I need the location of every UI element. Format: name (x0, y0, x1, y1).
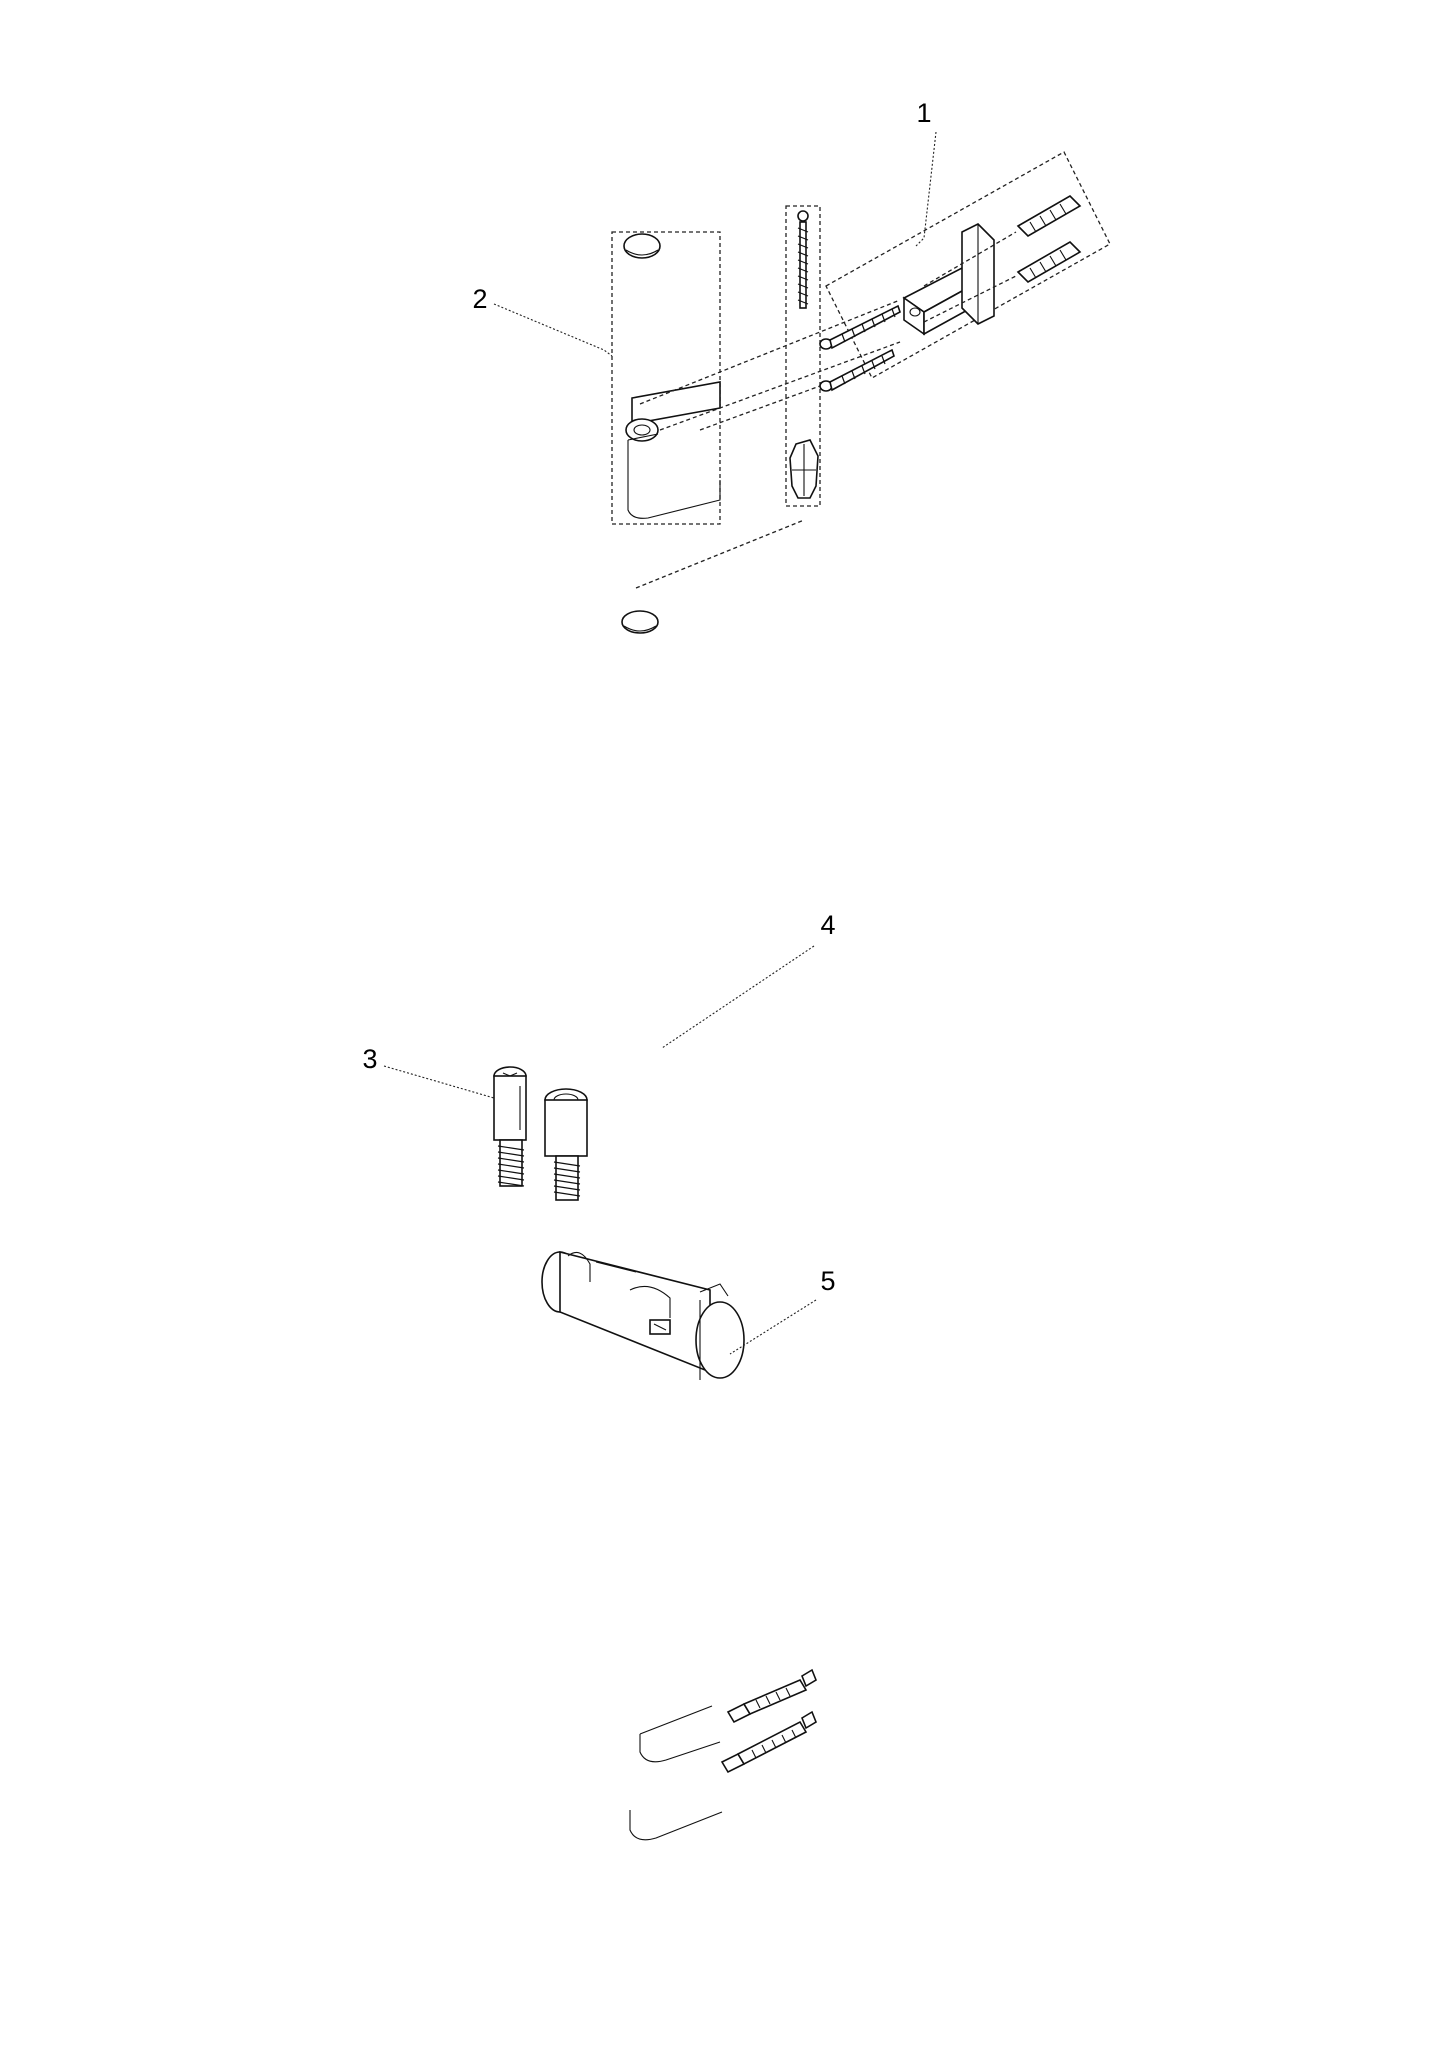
assembly-guide-line (923, 231, 1017, 287)
callout-1: 1 (916, 98, 931, 128)
vertical-anchor-part (789, 439, 819, 499)
wall-plugs-part (1016, 195, 1082, 283)
bottom-cap-part (621, 610, 659, 634)
detail-screw-anchor-lower (720, 1710, 817, 1774)
leader-line-1 (915, 131, 937, 247)
wall-bracket-assembly (611, 151, 1111, 634)
leader-line-3 (383, 1065, 495, 1099)
bracket-outline-box (825, 151, 1111, 379)
assembly-guide-line (923, 275, 1017, 323)
fixing-screws-part (819, 304, 901, 392)
callout-5: 5 (820, 1266, 835, 1296)
mounting-detail (629, 1668, 817, 1841)
leader-line-2 (493, 303, 613, 357)
detail-cover-bottom (629, 1810, 723, 1841)
cover-outline-box (611, 231, 721, 525)
sleeve-nut-part (544, 1088, 588, 1201)
bracket-part (902, 223, 995, 336)
detail-cover-top (639, 1705, 721, 1763)
long-screw-part (797, 210, 809, 309)
cover-part (625, 381, 721, 519)
leader-line-4 (661, 945, 815, 1049)
callout-3: 3 (362, 1044, 377, 1074)
callout-2: 2 (472, 284, 487, 314)
slider-assembly (493, 1066, 745, 1380)
screw-pin-part (493, 1066, 527, 1187)
slider-body-part (541, 1250, 745, 1380)
leader-line-5 (729, 1299, 817, 1355)
detail-screw-anchor-upper (726, 1668, 817, 1724)
screw-outline-box (785, 205, 821, 507)
assembly-guide-line (639, 299, 901, 405)
assembly-guide-line (635, 519, 805, 589)
callout-4: 4 (820, 910, 835, 940)
top-cap-part (623, 233, 661, 259)
assembly-guide-line (699, 385, 821, 431)
assembly-guide-line (659, 341, 901, 431)
